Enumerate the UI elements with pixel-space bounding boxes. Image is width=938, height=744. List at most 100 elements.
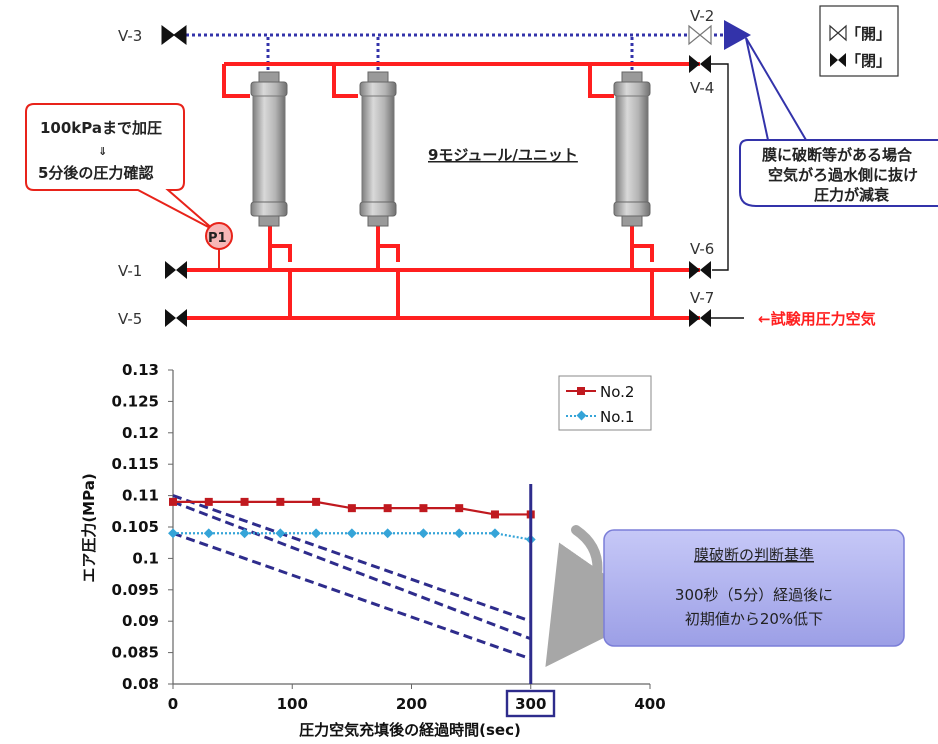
data-point [490,510,499,519]
y-tick-label: 0.09 [122,612,159,630]
valve-label-v4: V-4 [690,79,714,97]
membrane-module [250,71,288,227]
valve-label-v3: V-3 [118,27,142,45]
y-axis-title: エア圧力(MPa) [80,473,98,582]
reference-line [172,531,532,661]
callout-arrow: ⇓ [98,145,107,158]
valve-label-v7: V-7 [690,289,714,307]
data-point [347,504,356,513]
criterion-title: 膜破断の判断基準 [694,546,814,564]
rupture-note: 膜に破断等がある場合 空気がろ過水側に抜け 圧力が減衰 [739,37,938,207]
membrane-module [359,71,397,227]
test-air-label: ←試験用圧力空気 [758,310,876,328]
data-point [311,528,322,539]
data-point [455,504,464,513]
data-series [168,497,536,545]
valve-label-v1: V-1 [118,262,142,280]
piping-diagram: 9モジュール/ユニット V-3 V-2 V-4 V-1 V-6 V-5 V-7 [25,5,938,328]
valve-v3-icon[interactable] [161,25,187,45]
x-tick-label: 0 [168,695,178,713]
valve-v6-icon[interactable] [689,261,711,279]
y-tick-label: 0.08 [122,675,159,693]
pressure-gauge-icon: P1 [205,222,233,250]
data-point [276,497,285,506]
valve-label-v2: V-2 [690,7,714,25]
legend-no1-label: No.1 [600,408,634,426]
x-tick-labels: 0 100 200 300 400 [168,695,666,713]
chart-legend: No.2 No.1 [558,375,652,431]
chart-axes [168,369,651,689]
data-point [346,528,357,539]
y-tick-label: 0.125 [112,392,159,410]
valve-label-v5: V-5 [118,310,142,328]
y-tick-label: 0.12 [122,424,159,442]
valve-v7-icon[interactable] [689,309,711,327]
filtrate-branch [332,64,358,98]
y-tick-label: 0.115 [112,455,159,473]
valve-v1-icon[interactable] [165,261,187,279]
highlight-300-box [505,689,556,718]
data-point [204,497,213,506]
data-point [454,528,465,539]
y-tick-labels: 0.08 0.085 0.09 0.095 0.1 0.105 0.11 0.115 0.12 0… [112,361,159,693]
module-drain [268,226,292,270]
module-drain [376,226,400,270]
module-count-label: 9モジュール/ユニット [428,146,578,164]
legend-no2-marker [577,387,585,395]
legend-no2-label: No.2 [600,383,634,401]
callout-line2: 5分後の圧力確認 [38,164,153,182]
x-axis-title: 圧力空気充填後の経過時間(sec) [299,721,521,739]
rupture-note-line2: 空気がろ過水側に抜け [768,166,918,184]
valve-legend: 「開」 「閉」 [819,5,899,77]
open-valve-icon [829,24,847,42]
y-tick-label: 0.085 [112,644,159,662]
criterion-line2: 初期値から20%低下 [685,610,823,628]
data-point [275,528,286,539]
data-point [203,528,214,539]
rupture-note-line1: 膜に破断等がある場合 [762,146,913,164]
x-tick-label: 200 [396,695,427,713]
rupture-note-line3: 圧力が減衰 [814,186,890,204]
valve-v5-icon[interactable] [165,309,187,327]
drain-line [710,63,729,271]
data-point [239,528,250,539]
callout-line1: 100kPaまで加圧 [40,119,162,137]
y-tick-label: 0.095 [112,581,159,599]
y-tick-label: 0.105 [112,518,159,536]
reference-lines [172,494,532,661]
x-tick-label: 400 [634,695,665,713]
valve-v4-icon[interactable] [689,55,711,73]
x-tick-label: 100 [277,695,308,713]
valve-label-v6: V-6 [690,240,714,258]
criterion-box: 膜破断の判断基準 300秒（5分）経過後に 初期値から20%低下 [603,529,905,647]
data-point [419,504,428,513]
rupture-note-pointer [745,37,807,141]
data-point [490,528,500,539]
valve-v2-icon[interactable] [688,24,712,46]
y-tick-label: 0.13 [122,361,159,379]
data-point [382,528,393,539]
legend-closed-label: 「閉」 [846,52,891,70]
rupture-note-pointer [745,37,769,141]
closed-valve-icon [830,53,846,67]
pressure-chart: エア圧力(MPa) 圧力空気充填後の経過時間(sec) 0.080.0850.0… [80,361,905,739]
y-tick-label: 0.11 [122,487,159,505]
x-tick-label: 300 [515,695,546,713]
filtrate-branch [222,64,250,98]
pressure-callout: 100kPaまで加圧 ⇓ 5分後の圧力確認 [25,103,215,231]
data-point [240,497,249,506]
gauge-label: P1 [208,231,227,246]
data-point [383,504,392,513]
legend-no1-marker [576,410,587,421]
data-point [418,528,429,539]
data-point [169,497,177,506]
data-point [168,528,178,539]
y-tick-label: 0.1 [132,549,159,567]
data-point [312,497,321,506]
module-drain [630,226,654,270]
legend-open-label: 「開」 [846,25,891,43]
criterion-line1: 300秒（5分）経過後に [675,586,833,604]
curved-arrow [545,525,658,668]
filtrate-branch [588,64,614,98]
